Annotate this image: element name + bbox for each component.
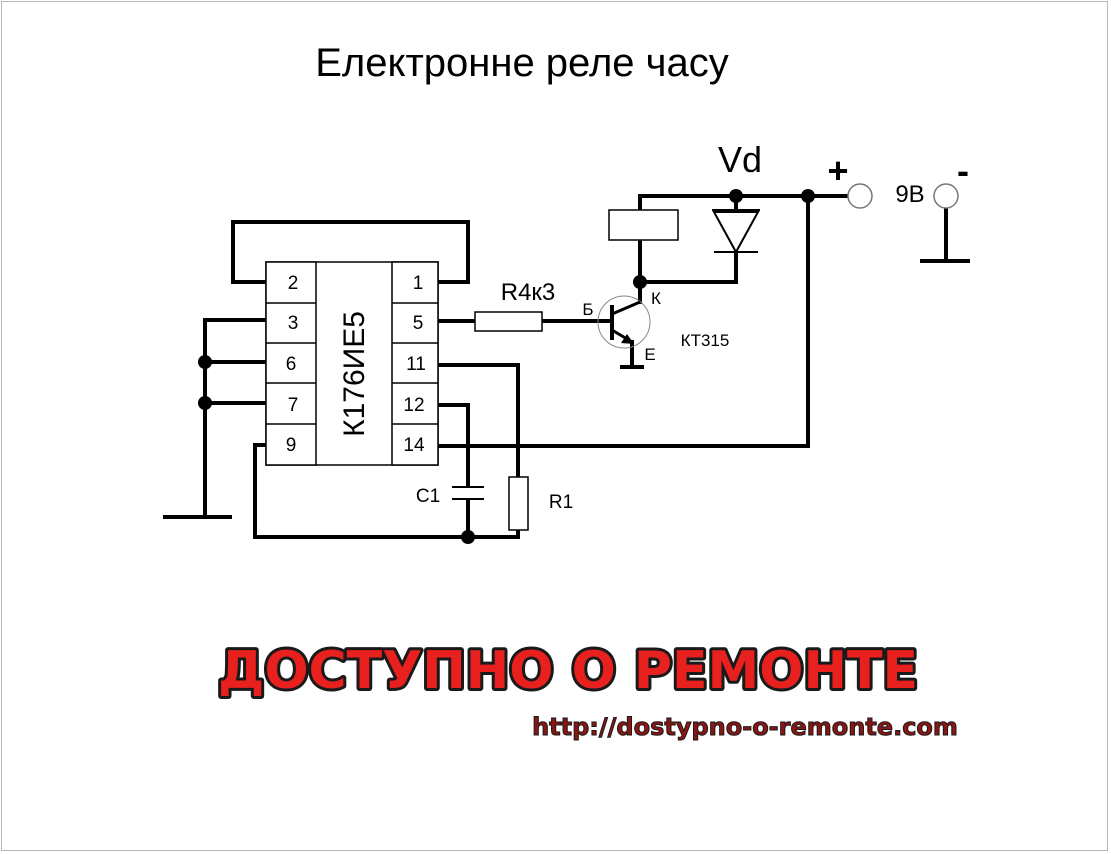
junction-timing — [461, 530, 475, 544]
junction-positive — [801, 189, 815, 203]
supply-voltage-label: 9В — [895, 181, 924, 208]
transistor-name: КТ315 — [681, 331, 730, 350]
wire-relay-collector-diode — [638, 238, 738, 284]
diagram-title: Електронне реле часу — [315, 41, 729, 85]
relay-coil — [608, 209, 679, 241]
chip-pin-7: 7 — [288, 395, 299, 416]
wire-pin12-to-c1 — [436, 403, 470, 487]
wire-negative-ground — [920, 208, 970, 263]
capacitor-c1: C1 — [416, 486, 484, 507]
chip-pin-9: 9 — [286, 435, 297, 456]
junction-diode-top — [729, 189, 743, 203]
diode-symbol — [712, 211, 760, 255]
capacitor-label: C1 — [416, 486, 440, 507]
transistor-base-label: Б — [582, 300, 593, 319]
chip-left-pin-column — [265, 261, 317, 466]
chip-pin-2: 2 — [288, 273, 299, 294]
diode-vd: Vd — [712, 139, 762, 255]
brand-title: ДОСТУПНО О РЕМОНТЕ — [218, 641, 918, 701]
chip-pin-3: 3 — [288, 313, 299, 334]
chip-pin-1: 1 — [413, 273, 424, 294]
wire-positive-rail — [638, 194, 850, 212]
wire-pin2-pin1-loop — [231, 220, 470, 284]
wire-ground-bus — [163, 318, 268, 519]
chip-pin-14: 14 — [403, 435, 425, 456]
chip-right-pin-column — [391, 261, 439, 466]
terminal-plus-sign: + — [827, 150, 848, 191]
wire-pin11-to-r1 — [436, 363, 520, 479]
chip-name: К176ИЕ5 — [338, 311, 371, 437]
resistor-base — [474, 311, 543, 332]
junction-pin6 — [198, 355, 212, 369]
resistor-r1 — [508, 476, 529, 531]
resistor-base-label: R4к3 — [501, 279, 556, 306]
emitter-arrow — [621, 334, 634, 344]
chip-k176ie5: 2 3 6 7 9 1 5 11 12 14 К176ИЕ5 — [265, 261, 439, 466]
wire-pin14-to-positive — [436, 194, 810, 448]
diode-label: Vd — [718, 139, 762, 180]
terminal-positive — [847, 183, 873, 209]
junction-collector — [633, 275, 647, 289]
wire-emitter-ground — [620, 340, 644, 369]
transistor-body — [597, 295, 651, 349]
transistor-collector-label: К — [651, 289, 661, 308]
brand-url: http://dostypno-o-remonte.com — [532, 713, 958, 741]
resistor-r1-label: R1 — [549, 492, 573, 513]
junction-pin7 — [198, 396, 212, 410]
transistor-kt315: Б К Е КТ315 — [582, 289, 729, 364]
chip-pin-12: 12 — [403, 395, 424, 416]
chip-pin-11: 11 — [406, 354, 426, 375]
terminal-minus-sign: - — [957, 150, 969, 191]
transistor-emitter-label: Е — [644, 345, 655, 364]
chip-pin-6: 6 — [286, 354, 297, 375]
chip-pin-5: 5 — [413, 313, 424, 334]
terminal-negative — [933, 183, 959, 209]
